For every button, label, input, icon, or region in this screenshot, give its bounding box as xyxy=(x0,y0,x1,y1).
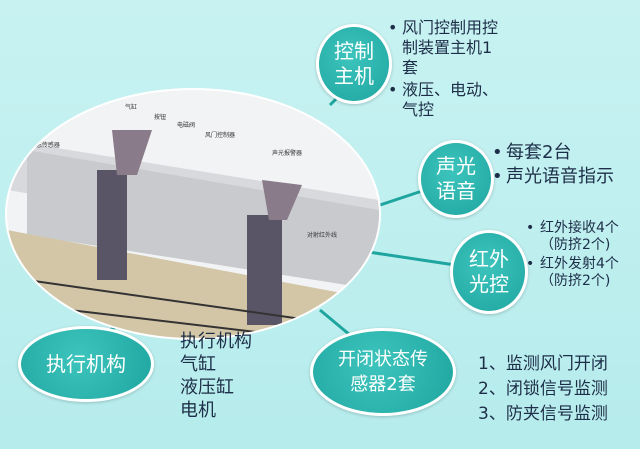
infrared-title: 红外光控 xyxy=(469,247,509,296)
actuator-item: 执行机构 xyxy=(180,331,252,352)
sensor-item: 1、监测风门开闭 xyxy=(478,354,608,374)
controller-bullet: 风门控制用控制装置主机1套 xyxy=(388,18,498,78)
sensor-list: 1、监测风门开闭 2、闭锁信号监测 3、防夹信号监测 xyxy=(478,352,608,427)
infrared-bubble: 红外光控 xyxy=(450,230,528,314)
actuator-item: 液压缸 xyxy=(180,377,234,398)
sensor-item: 2、闭锁信号监测 xyxy=(478,379,608,399)
infrared-bullet: 红外发射4个（防挤2个) xyxy=(526,256,634,290)
label-solenoid: 电磁阀 xyxy=(177,122,196,129)
infrared-bullet: 红外接收4个（防挤2个) xyxy=(526,220,634,254)
sensor-bubble: 开闭状态传感器2套 xyxy=(310,328,456,416)
actuator-item: 气缸 xyxy=(180,354,216,375)
airlock-door-photo: 1#闭锁态传感器 气缸 按钮 电磁阀 风门控制器 声光报警器 对射红外线 xyxy=(5,88,381,340)
label-infrared: 对射红外线 xyxy=(307,232,338,239)
actuator-list: 执行机构 气缸 液压缸 电机 xyxy=(180,330,252,422)
label-lock-sensor: 1#闭锁态传感器 xyxy=(15,142,60,149)
sensor-title: 开闭状态传感器2套 xyxy=(338,349,428,395)
sound-bullet: 声光语音指示 xyxy=(492,166,627,188)
infrared-details: 红外接收4个（防挤2个) 红外发射4个（防挤2个) xyxy=(526,220,634,292)
sensor-item: 3、防夹信号监测 xyxy=(478,404,608,424)
actuator-bubble: 执行机构 xyxy=(18,326,154,402)
controller-title: 控制主机 xyxy=(334,39,374,88)
label-door-controller: 风门控制器 xyxy=(205,132,236,139)
label-cylinder: 气缸 xyxy=(125,104,138,111)
actuator-title: 执行机构 xyxy=(46,351,126,376)
actuator-item: 电机 xyxy=(180,400,216,421)
label-alarm: 声光报警器 xyxy=(272,150,303,157)
sound-bullet: 每套2台 xyxy=(492,142,627,164)
door-illustration xyxy=(7,130,379,338)
controller-bullet: 液压、电动、气控 xyxy=(388,80,498,120)
controller-details: 风门控制用控制装置主机1套 液压、电动、气控 xyxy=(388,18,498,122)
controller-bubble: 控制主机 xyxy=(316,24,392,104)
label-button: 按钮 xyxy=(154,114,167,121)
sound-bubble: 声光语音 xyxy=(418,140,494,218)
sound-title: 声光语音 xyxy=(436,154,476,203)
sound-details: 每套2台 声光语音指示 xyxy=(492,142,627,190)
